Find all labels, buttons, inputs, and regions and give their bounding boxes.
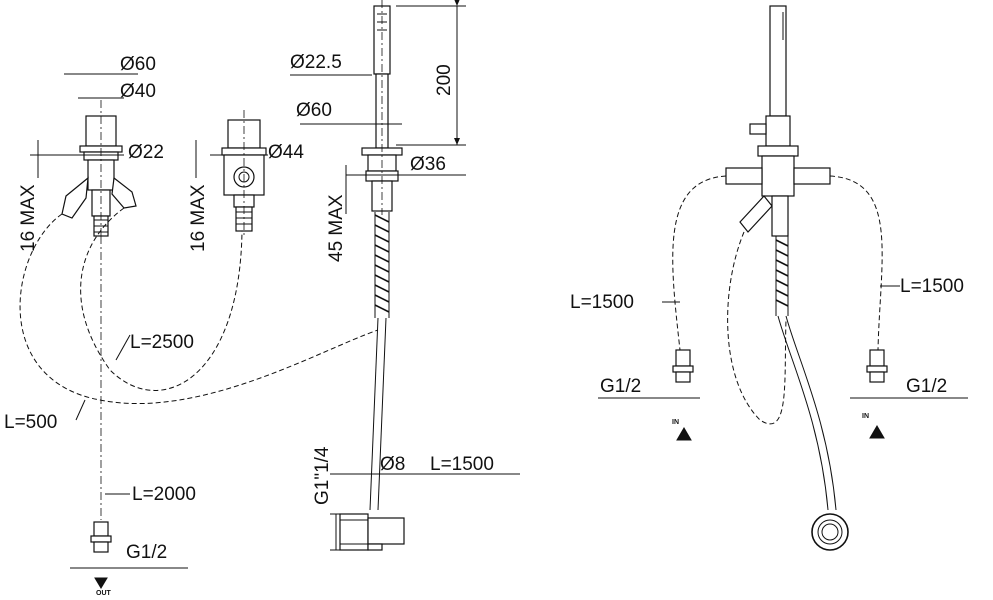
- inlet-left: IN: [672, 349, 694, 441]
- dim-thread-g1-2-left: G1/2: [600, 376, 641, 397]
- right-drawing: IN IN L=1500 L=1500 G1/2 G1/2: [570, 5, 968, 551]
- dim-length-2000: L=2000: [132, 484, 196, 505]
- dim-height-200: 200: [434, 64, 455, 96]
- inlet-right: IN: [862, 349, 888, 439]
- in-arrow-icon-right: [869, 425, 885, 439]
- dim-thread-g1-1-4: G1"1/4: [312, 446, 333, 505]
- dim-45-max: 45 MAX: [326, 194, 347, 262]
- hose-500: [19, 213, 379, 405]
- in-label-left: IN: [672, 419, 679, 426]
- dim-length-1500-left: L=1500: [570, 292, 634, 313]
- dim-diameter-44: Ø44: [268, 142, 304, 163]
- hose-coil: [811, 513, 849, 551]
- dim-16-max-a: 16 MAX: [18, 184, 39, 252]
- dim-length-2500: L=2500: [130, 332, 194, 353]
- dim-diameter-8: Ø8: [380, 454, 405, 475]
- in-label-right: IN: [862, 413, 869, 420]
- dim-length-1500-right: L=1500: [900, 276, 964, 297]
- dim-diameter-60-mid: Ø60: [296, 100, 332, 121]
- diverter-valve: [61, 115, 137, 237]
- in-arrow-icon-left: [676, 427, 692, 441]
- out-label: OUT: [96, 590, 112, 597]
- dim-length-1500-hose: L=1500: [430, 454, 494, 475]
- dim-thread-g1-2: G1/2: [126, 542, 167, 563]
- out-arrow-icon: [94, 577, 108, 589]
- dim-diameter-22-5: Ø22.5: [290, 52, 342, 73]
- dim-diameter-40: Ø40: [120, 81, 156, 102]
- dim-diameter-36: Ø36: [410, 154, 446, 175]
- left-drawing: OUT Ø60 Ø40 Ø22 Ø44 Ø22.5 Ø60 Ø36 200 16…: [4, 0, 520, 597]
- dim-diameter-22: Ø22: [128, 142, 164, 163]
- hose-2500: [80, 207, 243, 391]
- outlet-fitting: OUT: [90, 521, 112, 597]
- dim-16-max-b: 16 MAX: [188, 184, 209, 252]
- dim-diameter-60-top: Ø60: [120, 54, 156, 75]
- dim-length-500: L=500: [4, 412, 57, 433]
- dim-thread-g1-2-right: G1/2: [906, 376, 947, 397]
